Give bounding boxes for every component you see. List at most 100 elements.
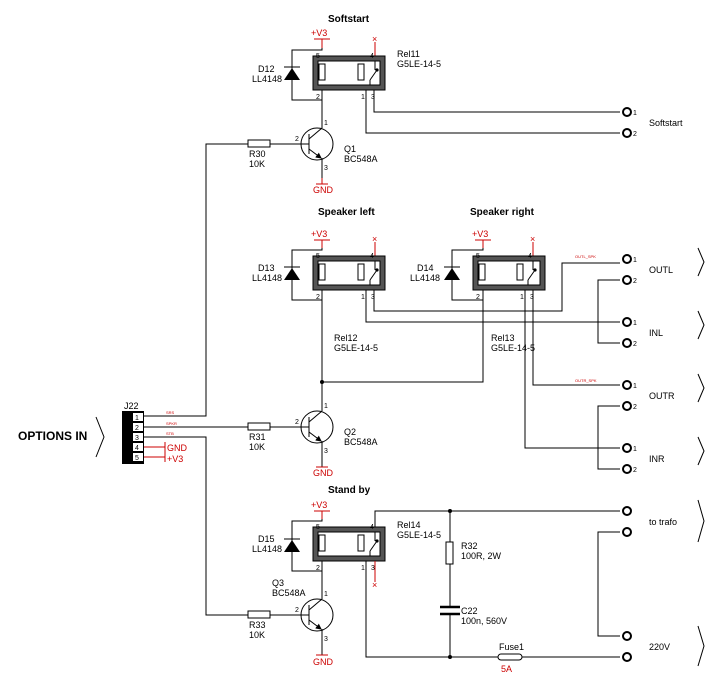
softstart-output-label: Softstart	[649, 118, 683, 128]
svg-text:1: 1	[633, 110, 637, 117]
svg-text:4: 4	[370, 253, 374, 260]
svg-text:5: 5	[316, 53, 320, 60]
svg-text:×: ×	[372, 34, 377, 44]
svg-text:LL4148: LL4148	[410, 273, 440, 283]
svg-text:GND: GND	[313, 468, 334, 478]
svg-text:1: 1	[324, 591, 328, 598]
svg-text:3: 3	[324, 636, 328, 643]
diode-d12-part: LL4148	[252, 74, 282, 84]
connector-ref: J22	[124, 401, 139, 411]
inr-terminal-1	[622, 443, 632, 453]
outr-label: OUTR	[649, 391, 675, 401]
mains-terminal-2	[622, 652, 632, 662]
relay-rel14-ref: Rel14	[397, 520, 421, 530]
svg-text:+V3: +V3	[311, 229, 327, 239]
svg-text:2: 2	[316, 565, 320, 572]
relay-rel12-part: G5LE-14-5	[334, 343, 378, 353]
diode-d13-symbol	[284, 268, 300, 280]
standby-section: Stand by +V3 D15 LL4148 5 4 2 1 3 Rel14 …	[180, 436, 705, 674]
relay-rel13-part: G5LE-14-5	[491, 343, 535, 353]
outl-terminal-2	[622, 275, 632, 285]
svg-text:1: 1	[633, 383, 637, 390]
svg-text:GND: GND	[313, 657, 334, 667]
softstart-terminal-1	[622, 107, 632, 117]
svg-text:×: ×	[372, 580, 377, 590]
svg-text:3: 3	[324, 448, 328, 455]
svg-text:1: 1	[324, 403, 328, 410]
outr-terminal-1	[622, 380, 632, 390]
svg-text:2: 2	[633, 131, 637, 138]
inl-terminal-2	[622, 338, 632, 348]
svg-text:5: 5	[476, 253, 480, 260]
softstart-title: Softstart	[328, 14, 370, 25]
svg-text:SRS: SRS	[166, 410, 175, 415]
q1-ground-label: GND	[313, 185, 334, 195]
net-outr-spk: OUTR_SPK	[575, 378, 597, 383]
standby-title: Stand by	[328, 485, 371, 496]
diode-d12-ref: D12	[258, 64, 275, 74]
transistor-q2-part: BC548A	[344, 437, 378, 447]
svg-text:2: 2	[295, 136, 299, 143]
resistor-r30-value: 10K	[249, 159, 265, 169]
relay-rel11-ref: Rel11	[397, 49, 420, 59]
svg-text:2: 2	[633, 341, 637, 348]
svg-text:4: 4	[370, 524, 374, 531]
svg-text:1: 1	[324, 120, 328, 127]
speaker-right-title: Speaker right	[470, 207, 535, 218]
svg-text:D13: D13	[258, 263, 275, 273]
trafo-terminal-2	[622, 527, 632, 537]
transistor-q1-ref: Q1	[344, 144, 356, 154]
mains-label: 220V	[649, 642, 670, 652]
relay-rel12-ref: Rel12	[334, 333, 358, 343]
outr-terminal-2	[622, 401, 632, 411]
softstart-section: Softstart +V3 × D12 LL4148 5 4 2 1 3 Rel…	[180, 14, 683, 417]
fuse1-ref: Fuse1	[499, 642, 524, 652]
resistor-r32-ref: R32	[461, 541, 478, 551]
diode-d14-symbol	[444, 268, 460, 280]
svg-text:4: 4	[528, 253, 532, 260]
softstart-terminal-2	[622, 128, 632, 138]
svg-text:2: 2	[316, 94, 320, 101]
inr-terminal-2	[622, 464, 632, 474]
resistor-r31	[247, 422, 271, 431]
svg-text:5: 5	[316, 524, 320, 531]
svg-text:LL4148: LL4148	[252, 544, 282, 554]
net-outl-spk: OUTL_SPK	[575, 254, 596, 259]
speaker-section: Speaker left Speaker right +V3 × D13 LL4…	[180, 207, 705, 478]
diode-d15-symbol	[284, 540, 300, 552]
svg-text:1: 1	[361, 94, 365, 101]
svg-text:5: 5	[316, 253, 320, 260]
resistor-r32-value: 100R, 2W	[461, 551, 502, 561]
svg-text:+V3: +V3	[472, 229, 488, 239]
resistor-r30-ref: R30	[249, 149, 266, 159]
resistor-r30	[247, 139, 271, 148]
options-in-label: OPTIONS IN	[18, 429, 87, 443]
svg-text:3: 3	[135, 435, 139, 442]
svg-text:1: 1	[361, 294, 365, 301]
outl-terminal-1	[622, 254, 632, 264]
svg-text:2: 2	[316, 294, 320, 301]
relay-rel11-part: G5LE-14-5	[397, 59, 441, 69]
capacitor-c22-value: 100n, 560V	[461, 616, 507, 626]
svg-text:2: 2	[295, 607, 299, 614]
svg-text:+V3: +V3	[311, 500, 327, 510]
inl-label: INL	[649, 328, 663, 338]
svg-text:2: 2	[633, 404, 637, 411]
svg-text:1: 1	[633, 320, 637, 327]
svg-text:3: 3	[530, 294, 534, 301]
svg-text:3: 3	[371, 294, 375, 301]
svg-text:1: 1	[633, 257, 637, 264]
transistor-q3-part: BC548A	[272, 588, 306, 598]
svg-text:LL4148: LL4148	[252, 273, 282, 283]
relay-rel13-ref: Rel13	[491, 333, 515, 343]
svg-text:×: ×	[530, 234, 535, 244]
svg-text:10K: 10K	[249, 630, 265, 640]
to-trafo-label: to trafo	[649, 517, 677, 527]
svg-text:SPKR: SPKR	[166, 421, 177, 426]
svg-text:STB: STB	[166, 431, 174, 436]
fuse1-value: 5A	[501, 664, 512, 674]
svg-text:2: 2	[295, 419, 299, 426]
svg-text:×: ×	[372, 234, 377, 244]
softstart-supply-label: +V3	[311, 28, 327, 38]
transistor-q2-ref: Q2	[344, 427, 356, 437]
